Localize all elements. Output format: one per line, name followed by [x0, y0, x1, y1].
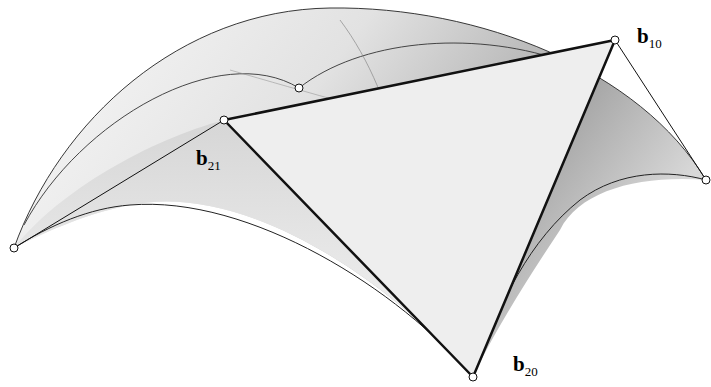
point-label: b21 — [196, 146, 221, 174]
control-point — [611, 36, 619, 44]
control-triangle — [224, 40, 615, 377]
surface-patch — [14, 8, 706, 377]
control-point — [702, 176, 710, 184]
point-label: b20 — [513, 352, 538, 380]
control-point — [469, 373, 477, 381]
control-point — [220, 116, 228, 124]
control-point — [10, 244, 18, 252]
point-label: b10 — [637, 24, 662, 52]
control-point — [295, 84, 303, 92]
control-net-edge — [615, 40, 706, 180]
control-net-edge — [14, 120, 224, 248]
